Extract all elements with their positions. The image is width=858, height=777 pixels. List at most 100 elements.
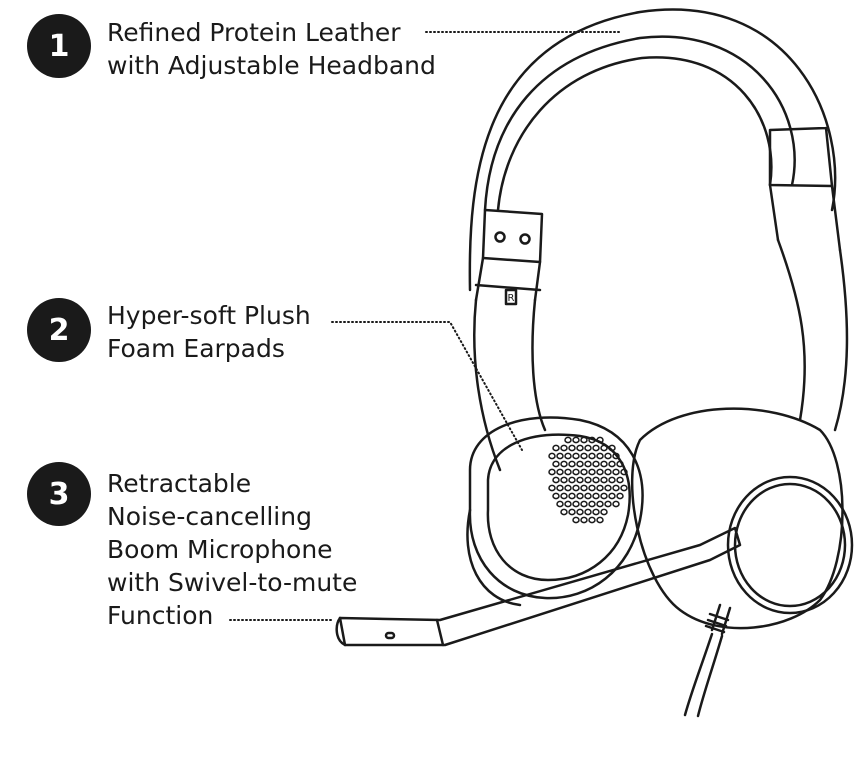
perforation-hole (580, 500, 588, 508)
perforation-hole (592, 508, 600, 516)
mic-indicator-icon (384, 631, 396, 640)
perforation-hole (572, 468, 580, 476)
feature-2-label-line-1: Hyper-soft Plush (107, 301, 311, 330)
slider-mark-r: R (508, 293, 515, 304)
perforation-hole (552, 492, 560, 500)
perforation-hole (616, 492, 624, 500)
perforation-hole (620, 484, 628, 492)
perforation-hole (600, 460, 608, 468)
perforation-hole (604, 500, 612, 508)
boom-microphone (335, 526, 742, 647)
perforation-hole (620, 468, 628, 476)
feature-1-label-line-1: Refined Protein Leather (107, 18, 401, 47)
perforation-hole (588, 436, 596, 444)
perforation-hole (580, 484, 588, 492)
perforation-hole (568, 476, 576, 484)
perforation-hole (616, 476, 624, 484)
perforation-hole (576, 476, 584, 484)
perforation-hole (560, 508, 568, 516)
perforation-hole (576, 492, 584, 500)
perforation-hole (564, 484, 572, 492)
perforation-hole (592, 460, 600, 468)
perforation-hole (564, 468, 572, 476)
perforation-hole (556, 468, 564, 476)
perforation-hole (560, 460, 568, 468)
feature-1-label: Refined Protein Leather with Adjustable … (107, 16, 436, 82)
perforation-hole (584, 492, 592, 500)
perforation-hole (588, 484, 596, 492)
headband (468, 8, 849, 432)
perforation-hole (604, 452, 612, 460)
perforation-hole (596, 500, 604, 508)
perforation-hole (596, 516, 604, 524)
perforation-hole (556, 484, 564, 492)
perforation-hole (564, 452, 572, 460)
perforation-hole (568, 460, 576, 468)
perforation-hole (576, 508, 584, 516)
perforation-hole (576, 444, 584, 452)
perforation-hole (580, 468, 588, 476)
perforation-hole (588, 516, 596, 524)
perforation-hole (572, 484, 580, 492)
perforation-hole (608, 476, 616, 484)
perforation-hole (556, 452, 564, 460)
perforation-hole (612, 452, 620, 460)
perforation-hole (564, 500, 572, 508)
perforation-hole (616, 460, 624, 468)
perforation-hole (552, 476, 560, 484)
feature-2-label-line-2: Foam Earpads (107, 334, 285, 363)
perforation-hole (556, 500, 564, 508)
perforation-hole (548, 484, 556, 492)
perforation-hole (588, 452, 596, 460)
perforation-hole (612, 468, 620, 476)
perforation-hole (596, 436, 604, 444)
feature-3-label-line-2: Noise-cancelling (107, 502, 312, 531)
perforation-hole (588, 500, 596, 508)
perforation-hole (608, 492, 616, 500)
feature-3-label-line-5: Function (107, 601, 214, 630)
screw-icon (519, 233, 531, 245)
perforation-hole (568, 492, 576, 500)
perforation-hole (568, 444, 576, 452)
perforation-hole (584, 508, 592, 516)
left-slider (473, 208, 547, 472)
perforation-hole (584, 444, 592, 452)
feature-3-label: Retractable Noise-cancelling Boom Microp… (107, 467, 357, 632)
leader-line-2 (331, 321, 523, 451)
perforation-hole (604, 484, 612, 492)
perforation-hole (596, 468, 604, 476)
perforation-hole (572, 516, 580, 524)
feature-3-number-badge: 3 (27, 462, 91, 526)
perforation-hole (596, 452, 604, 460)
perforation-hole (552, 460, 560, 468)
perforation-hole (572, 436, 580, 444)
perforation-hole (592, 492, 600, 500)
perforation-hole (560, 476, 568, 484)
perforation-hole (580, 516, 588, 524)
perforation-hole (584, 460, 592, 468)
perforation-hole (560, 444, 568, 452)
perforation-hole (560, 492, 568, 500)
feature-1-number-badge: 1 (27, 14, 91, 78)
perforation-hole (604, 468, 612, 476)
perforation-hole (576, 460, 584, 468)
perforation-hole (596, 484, 604, 492)
feature-1-label-line-2: with Adjustable Headband (107, 51, 436, 80)
screw-icon (494, 231, 506, 243)
headset-cable (683, 603, 732, 718)
perforation-hole (580, 452, 588, 460)
perforation-hole (584, 476, 592, 484)
perforation-hole (552, 444, 560, 452)
leader-lines (229, 31, 623, 621)
right-earcup (630, 407, 854, 630)
perforation-hole (572, 452, 580, 460)
perforation-hole (592, 444, 600, 452)
feature-3-label-line-1: Retractable (107, 469, 252, 498)
perforation-hole (580, 436, 588, 444)
perforation-hole (564, 436, 572, 444)
perforation-hole (600, 508, 608, 516)
perforation-hole (608, 460, 616, 468)
perforation-hole (600, 476, 608, 484)
perforation-hole (600, 492, 608, 500)
